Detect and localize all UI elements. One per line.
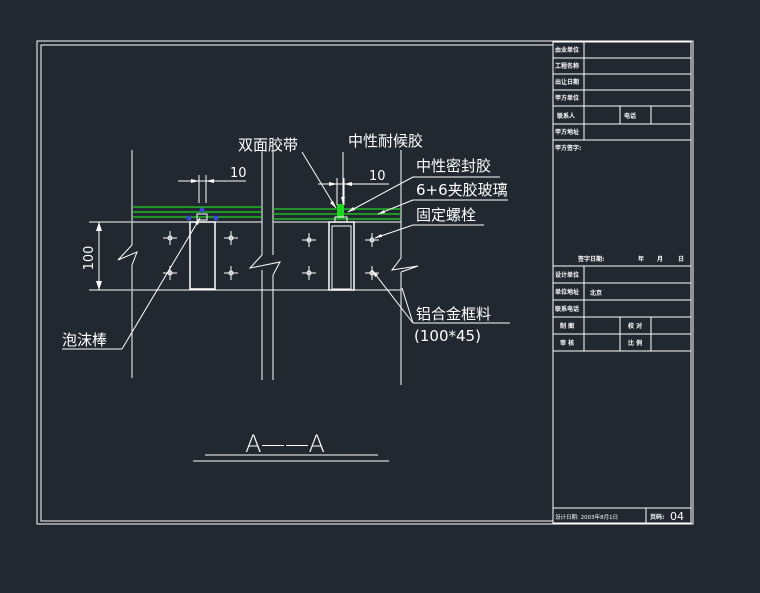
tb-scale-label: 比 例 [628, 339, 642, 347]
bolt-marker [224, 266, 238, 280]
tb-drawn-label: 制 图 [560, 322, 574, 330]
dim-10-left-text: 10 [230, 166, 247, 181]
label-fixing-bolt: 固定螺栓 [416, 206, 476, 224]
aluminum-frame-right-inner [331, 225, 352, 290]
label-weather-sealant: 中性耐候胶 [348, 132, 423, 150]
tb-designer-address-label: 单位地址 [555, 288, 579, 296]
sealant-joint-left [186, 207, 219, 221]
tb-page-label: 页码: [650, 513, 664, 521]
bolt-marker [224, 231, 238, 245]
dimension-10-right: 10 [318, 169, 389, 205]
bolt-marker [365, 233, 379, 247]
sealant-joint-right [334, 204, 348, 223]
tb-contact-label: 联系人 [557, 112, 576, 120]
label-double-tape: 双面胶带 [238, 136, 298, 154]
wall-left [117, 150, 419, 385]
bolt-marker [365, 266, 379, 280]
dimension-100: 100 [82, 221, 131, 291]
outer-frame [36, 40, 694, 525]
label-neutral-sealant: 中性密封胶 [416, 157, 491, 175]
tb-checked-label: 校 对 [628, 322, 642, 330]
label-foam-rod: 泡沫棒 [62, 331, 107, 349]
label-aluminum-frame-size: (100*45) [414, 327, 481, 345]
tb-year: 年 [638, 255, 644, 263]
label-laminated-glass: 6+6夹胶玻璃 [416, 181, 508, 199]
tb-owner-label: 由业单位 [555, 46, 579, 54]
bolt-markers [163, 231, 379, 280]
dim-100-text: 100 [82, 246, 97, 271]
tb-client-label: 甲方单位 [555, 94, 579, 102]
tb-sign-date-label: 签字日期: [577, 255, 604, 263]
bolt-marker [163, 231, 177, 245]
tb-designer-label: 设计单位 [555, 271, 579, 279]
tb-design-date: 设计日期: 2003年8月1日 [555, 513, 618, 521]
dim-10-right-text: 10 [369, 169, 386, 184]
bolt-marker [302, 233, 316, 247]
tb-date-label: 出让日期 [555, 78, 579, 86]
tb-month: 月 [656, 255, 663, 263]
title-block: 由业单位 工程名称 出让日期 甲方单位 联系人 电话 甲方地址 甲方签字: 签字… [552, 41, 692, 524]
laminated-glass-panel [133, 206, 401, 220]
dimension-10-left: 10 [178, 166, 247, 203]
tb-page-number: 04 [670, 510, 684, 523]
frame-lines [132, 221, 401, 291]
leader-lines [62, 151, 510, 350]
tb-project-label: 工程名称 [555, 62, 579, 70]
aluminum-frame-left [189, 221, 216, 290]
tb-signature-label: 甲方签字: [555, 144, 581, 152]
tb-designer-address-value: 北京 [590, 289, 602, 297]
tb-day: 日 [678, 256, 684, 263]
aluminum-frame-right [328, 221, 355, 291]
tb-approved-label: 审 核 [560, 339, 574, 347]
label-aluminum-frame: 铝合金框料 [416, 305, 491, 323]
section-title-text: A——A [245, 430, 325, 458]
section-title: A——A [193, 430, 389, 462]
tb-designer-phone-label: 联系电话 [555, 305, 579, 313]
tb-phone-label: 电话 [624, 112, 636, 120]
bolt-marker [302, 266, 316, 280]
tb-address-label: 甲方地址 [555, 128, 579, 136]
